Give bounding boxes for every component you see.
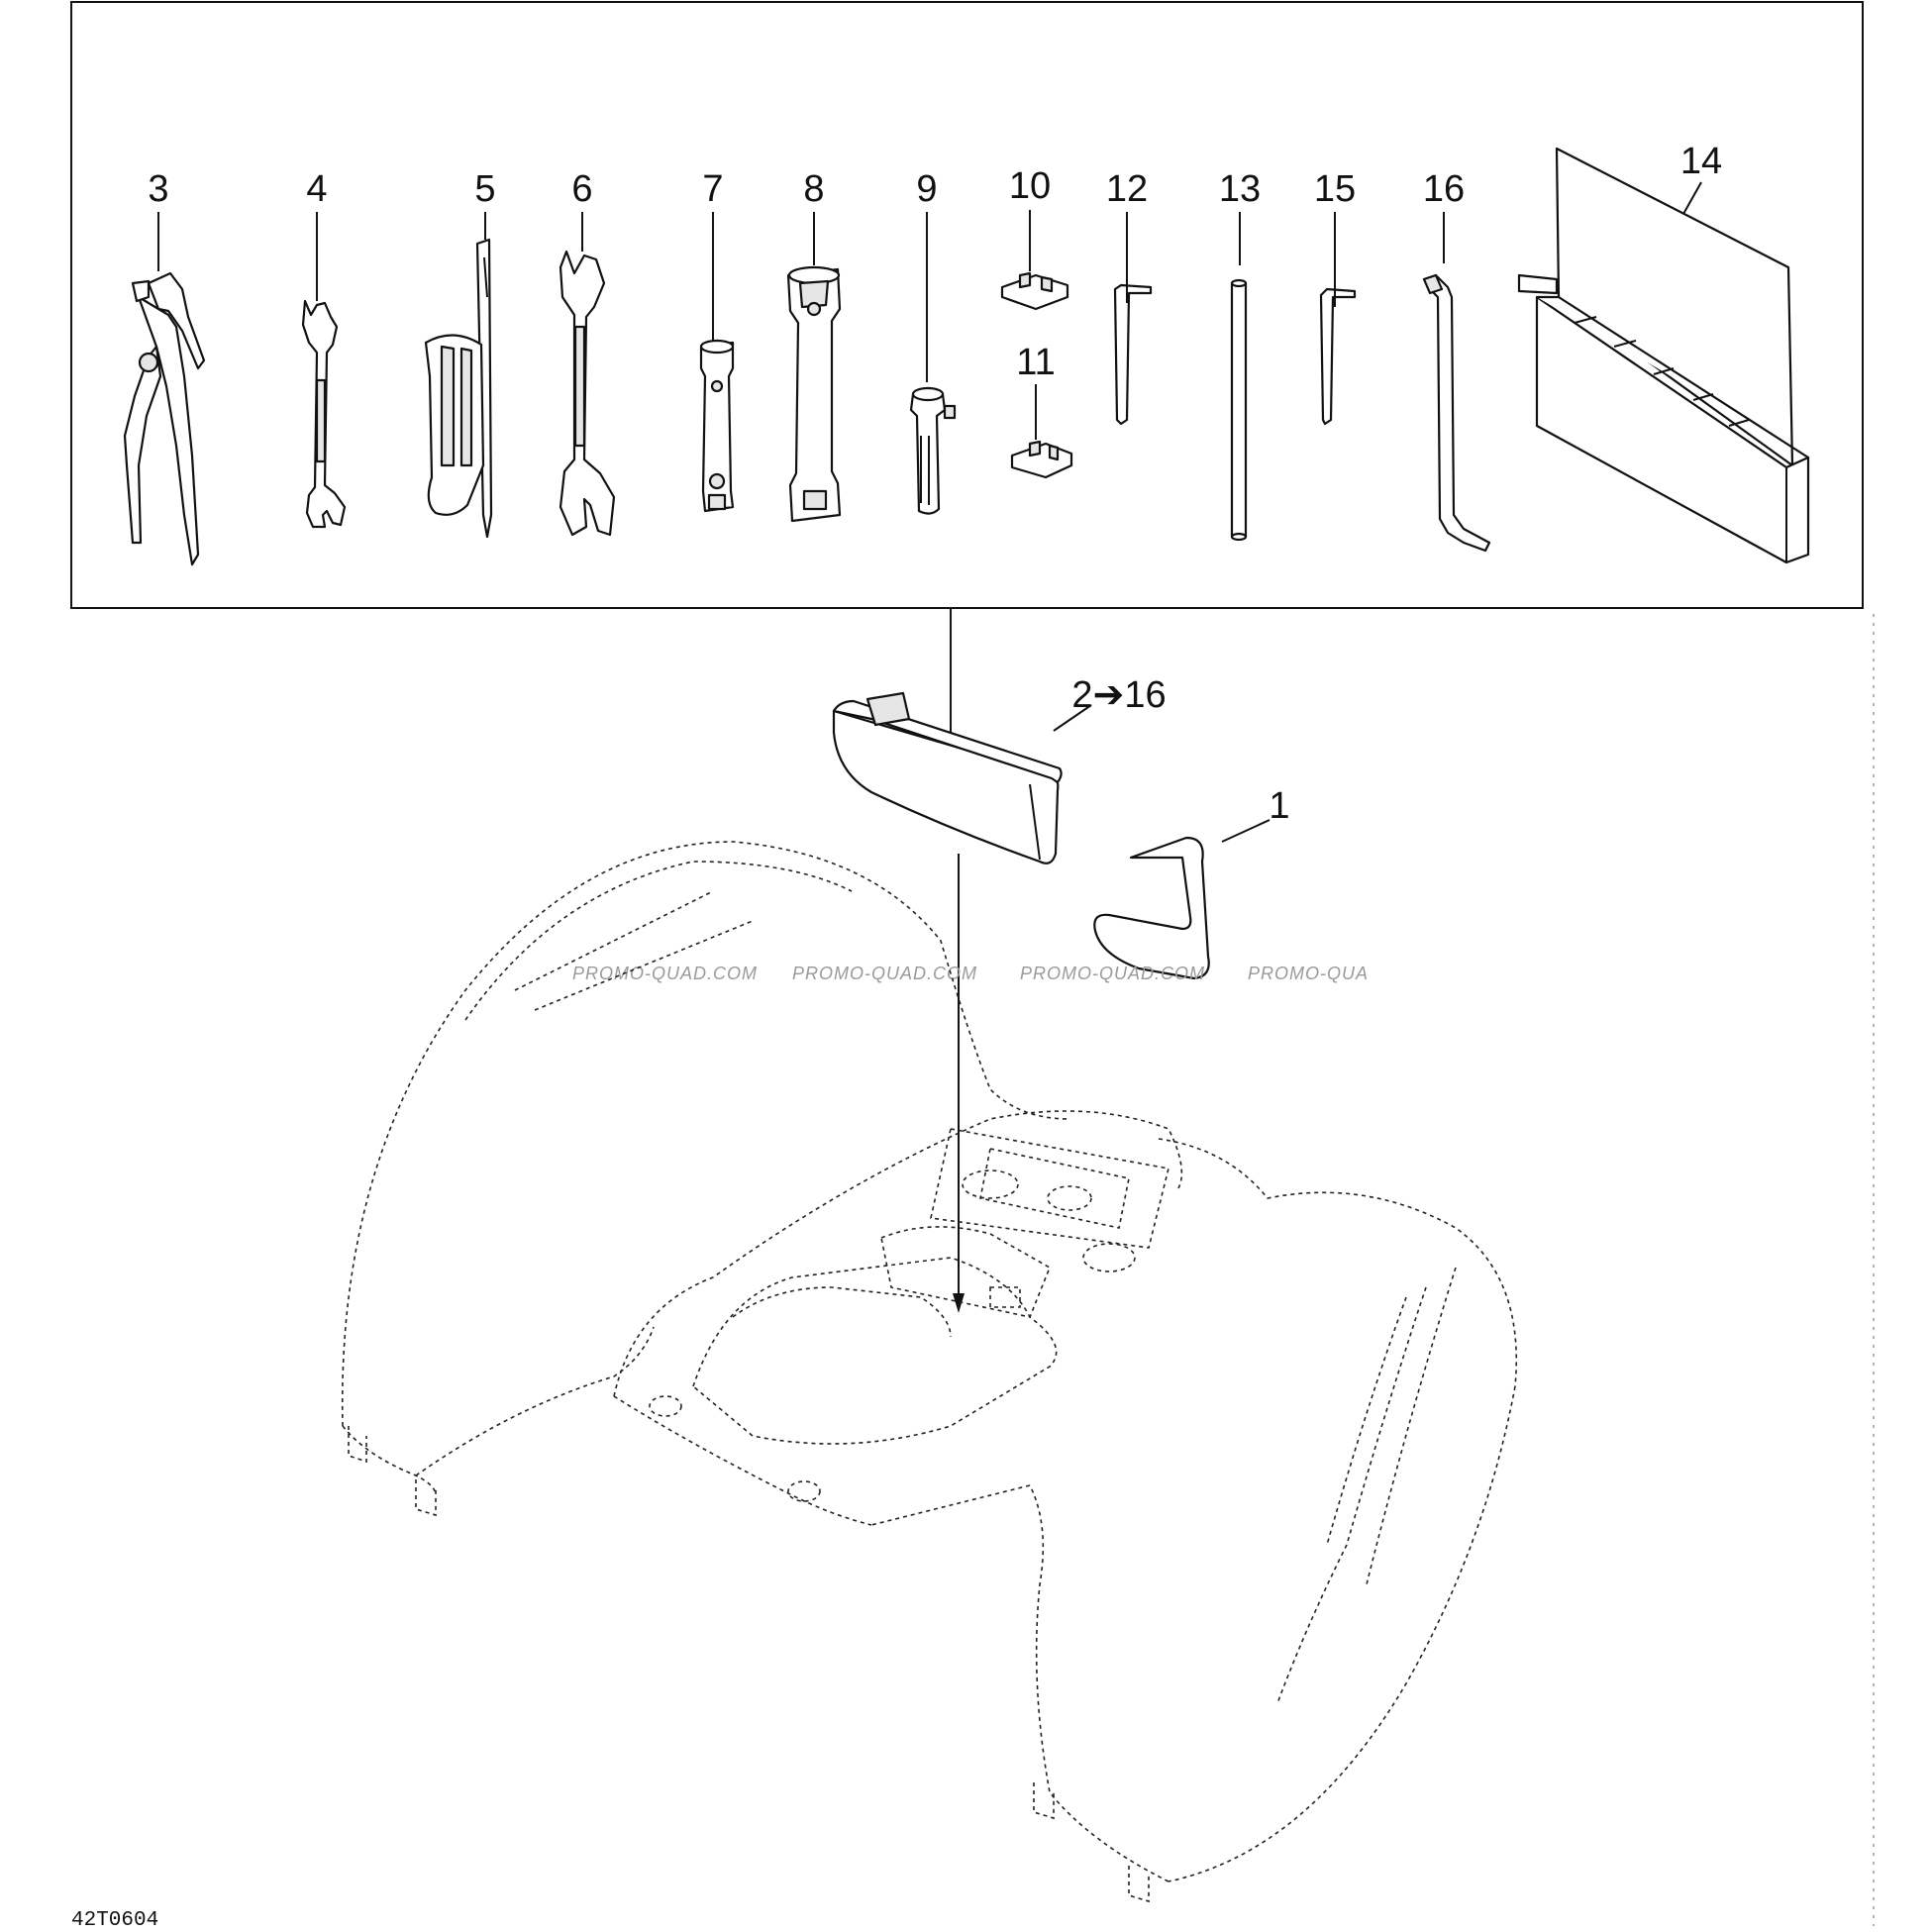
- callout-3: 3: [148, 168, 168, 210]
- strap-icon: [1093, 836, 1210, 980]
- hex-key-icon: [1319, 287, 1357, 426]
- install-arrowhead: [953, 1293, 965, 1313]
- screwdriver-icon: [909, 386, 957, 515]
- callout-11: 11: [1016, 342, 1055, 383]
- callout-4: 4: [306, 168, 327, 210]
- blade-fuse-icon: [1010, 440, 1073, 479]
- tool-kit-frame: [70, 1, 1864, 609]
- callout-9: 9: [916, 168, 937, 210]
- open-end-wrench-icon: [301, 299, 347, 529]
- callout-6: 6: [571, 168, 592, 210]
- tool-bag-icon: [1517, 147, 1810, 564]
- leader-2: [1053, 704, 1092, 732]
- tool-pouch-icon: [832, 691, 1063, 864]
- callout-10: 10: [1009, 165, 1051, 207]
- leader-1: [1221, 819, 1271, 843]
- figure-code: 42T0604: [71, 1909, 158, 1932]
- pliers-icon: [123, 271, 206, 566]
- watermark-3: PROMO-QUAD.COM: [1020, 964, 1205, 983]
- open-end-wrench-icon: [559, 250, 616, 537]
- hex-key-icon: [1113, 283, 1153, 426]
- callout-13: 13: [1219, 168, 1261, 210]
- callout-5: 5: [474, 168, 495, 210]
- callout-15: 15: [1314, 168, 1356, 210]
- watermark-2: PROMO-QUAD.COM: [792, 964, 977, 983]
- callout-16: 16: [1423, 168, 1465, 210]
- callout-8: 8: [803, 168, 824, 210]
- callout-2: 2➔16: [1071, 674, 1166, 716]
- rear-fender-outline: [341, 841, 1518, 1903]
- callout-12: 12: [1106, 168, 1148, 210]
- watermark-4: PROMO-QUA: [1248, 964, 1369, 983]
- screwdriver-icon: [424, 238, 493, 539]
- blade-fuse-icon: [1000, 271, 1069, 311]
- watermark-1: PROMO-QUAD.COM: [572, 964, 758, 983]
- callout-14: 14: [1680, 141, 1722, 182]
- leader-14: [1682, 181, 1702, 215]
- tube-socket-wrench-icon: [786, 265, 842, 523]
- callout-7: 7: [702, 168, 723, 210]
- hook-tool-icon: [1422, 273, 1491, 553]
- tube-socket-wrench-icon: [699, 339, 735, 513]
- callout-1: 1: [1269, 785, 1289, 827]
- rod-icon: [1230, 278, 1248, 542]
